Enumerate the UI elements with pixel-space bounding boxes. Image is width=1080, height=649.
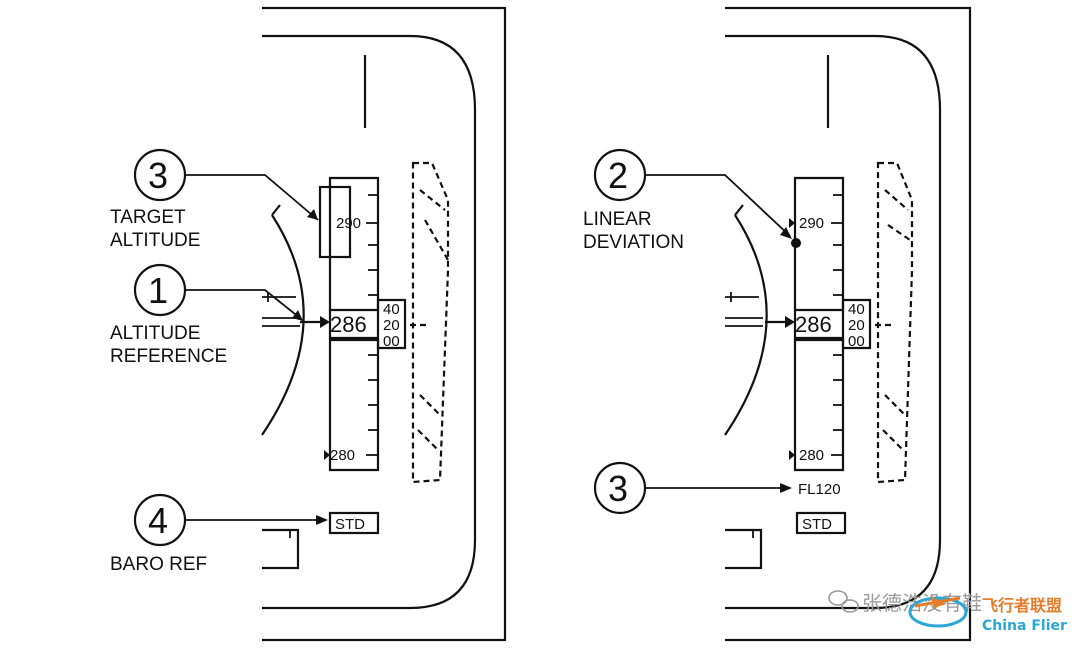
- left-drum-1: 40: [383, 301, 400, 318]
- right-pointer-arrow: [785, 316, 795, 328]
- left-callout-4-arrow: [316, 515, 328, 525]
- right-callout-2: 2 LINEAR DEVIATION: [583, 148, 792, 253]
- left-callout-3-arrow: [307, 209, 318, 220]
- right-tape-upper-ticks: [831, 194, 843, 296]
- right-vsi-strip: [876, 161, 914, 484]
- left-tape-top-label: 290: [336, 215, 361, 232]
- left-callout-1-label-1: ALTITUDE: [110, 323, 200, 344]
- watermark: 张德浩没有鞋 飞行者联盟 China Flier: [828, 590, 1067, 634]
- right-vsi-scratches: [875, 189, 911, 451]
- left-vsi-strip: [411, 161, 450, 484]
- left-arc-tick: [271, 204, 281, 216]
- right-tape-upper: [793, 176, 845, 312]
- left-tape-lower: [328, 338, 380, 472]
- right-callout-3-number: 3: [608, 468, 628, 509]
- right-callout-3: 3: [593, 461, 792, 515]
- left-callout-1: 1 ALTITUDE REFERENCE: [110, 263, 303, 367]
- left-baro-text: STD: [335, 516, 365, 533]
- left-drum-3: 00: [383, 333, 400, 350]
- right-linear-deviation-dot: [791, 238, 801, 248]
- right-callout-2-number: 2: [608, 155, 628, 196]
- right-panel: 290 286 40 20 00 280 F: [724, 6, 972, 642]
- left-callout-1-arrow: [292, 310, 303, 321]
- left-callout-1-number: 1: [148, 270, 168, 311]
- watermark-brand: 飞行者联盟: [982, 596, 1062, 615]
- left-panel: 290 286 40 20 00 280: [261, 6, 507, 642]
- right-callout-3-arrow: [780, 483, 792, 493]
- left-vsi-scratches: [410, 189, 449, 451]
- right-tape-lower: [793, 338, 845, 472]
- left-current-altitude: 286: [330, 312, 367, 337]
- right-baro-text: STD: [802, 516, 832, 533]
- watermark-text: 张德浩没有鞋: [862, 591, 982, 615]
- left-inner-frame: [262, 34, 477, 610]
- right-callout-2-arrow: [780, 227, 792, 239]
- left-callout-3-label-1: TARGET: [110, 207, 186, 228]
- left-callout-4-label-1: BARO REF: [110, 554, 207, 575]
- left-bracket: [262, 528, 300, 570]
- right-tape-lower-ticks: [831, 354, 843, 456]
- right-bracket: [725, 528, 763, 570]
- left-tape-lower-ticks: [366, 354, 378, 456]
- left-outer-frame: [262, 6, 507, 642]
- left-baro-box: [328, 511, 380, 535]
- left-tape-upper: [328, 176, 380, 312]
- wechat-icon: [828, 590, 859, 613]
- left-arc: [261, 214, 305, 436]
- left-tape-bottom-label: 280: [330, 447, 355, 464]
- left-pointer-arrow: [320, 316, 330, 328]
- left-callout-3-label-2: ALTITUDE: [110, 230, 200, 251]
- right-current-altitude: 286: [795, 312, 832, 337]
- right-flight-level: FL120: [798, 481, 841, 498]
- right-tape-bottom-label: 280: [799, 447, 824, 464]
- right-tape-top-label: 290: [799, 215, 824, 232]
- right-arc: [724, 214, 768, 436]
- right-drum-3: 00: [848, 333, 865, 350]
- right-callout-2-label-1: LINEAR: [583, 209, 652, 230]
- right-outer-frame: [725, 6, 972, 642]
- left-callout-4-number: 4: [148, 500, 168, 541]
- right-inner-frame: [725, 34, 942, 610]
- china-flier-logo: [908, 596, 968, 628]
- left-callout-4: 4 BARO REF: [110, 493, 328, 575]
- right-baro-box: [795, 511, 847, 535]
- left-tape-upper-ticks: [368, 194, 378, 296]
- right-drum-2: 20: [848, 317, 865, 334]
- watermark-brand-en: China Flier: [982, 618, 1067, 634]
- right-callout-2-label-2: DEVIATION: [583, 232, 684, 253]
- left-callout-3: 3 TARGET ALTITUDE: [110, 148, 319, 251]
- left-callout-3-number: 3: [148, 155, 168, 196]
- right-drum-1: 40: [848, 301, 865, 318]
- left-callout-1-label-2: REFERENCE: [110, 346, 227, 367]
- left-drum-2: 20: [383, 317, 400, 334]
- left-target-box: [318, 185, 352, 259]
